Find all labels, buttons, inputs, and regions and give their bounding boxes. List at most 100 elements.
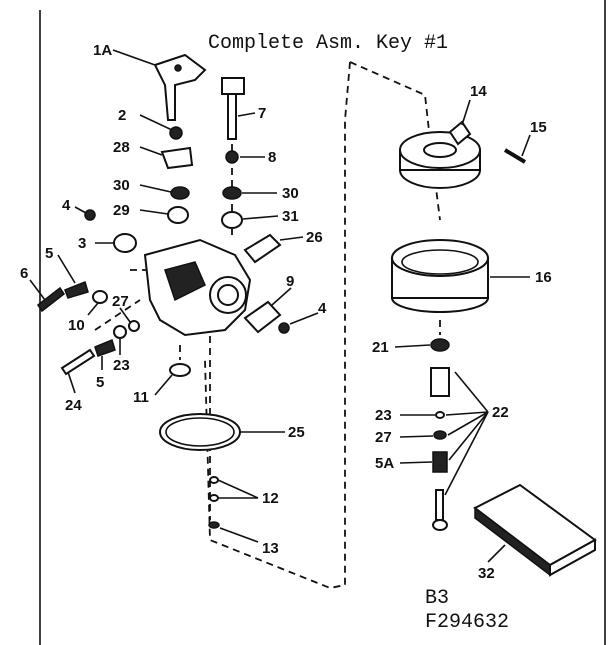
label-26: 26 (306, 229, 323, 246)
leader-5A (399, 461, 433, 464)
part-27-washer (128, 320, 140, 332)
label-8: 8 (268, 149, 276, 166)
label-21: 21 (372, 339, 389, 356)
label-32: 32 (478, 565, 495, 582)
part-14-hinge (448, 120, 472, 146)
part-22-spring (432, 451, 448, 473)
leader-lines (29, 49, 531, 563)
leader-5a (57, 254, 76, 284)
part-10-washer (92, 290, 108, 304)
leader-1A (112, 49, 156, 66)
label-2: 2 (118, 107, 126, 124)
part-15-pin (503, 148, 527, 164)
part-21-gasket (430, 338, 450, 352)
part-13-washer (208, 521, 220, 529)
part-25-inner (165, 417, 235, 447)
leader-9 (271, 287, 292, 306)
part-5-spring-lower (94, 338, 116, 357)
part-23-oring (113, 325, 127, 339)
leader-26 (279, 236, 304, 241)
label-31: 31 (282, 208, 299, 225)
part-12-oring-a (209, 476, 219, 484)
part-32-kit-front (549, 538, 596, 577)
part-16-bowl-inner (401, 249, 479, 275)
leader-4a (74, 206, 87, 214)
label-6: 6 (20, 265, 28, 282)
leader-2 (139, 114, 173, 131)
part-22-washer (433, 430, 447, 440)
part-24-needle (60, 348, 96, 376)
leader-7 (237, 112, 256, 117)
label-23b: 23 (375, 407, 392, 424)
leader-22e (444, 411, 489, 496)
label-14: 14 (470, 83, 487, 100)
part-28-plate (160, 146, 194, 170)
part-22-needle (435, 489, 444, 521)
part-30-seal-left (170, 186, 190, 200)
label-9: 9 (286, 273, 294, 290)
leader-28 (139, 146, 163, 156)
leader-13 (219, 527, 259, 543)
label-30b: 30 (282, 185, 299, 202)
leader-27a (119, 307, 131, 323)
leader-30a (139, 184, 172, 193)
label-16: 16 (535, 269, 552, 286)
label-12: 12 (262, 490, 279, 507)
part-12-oring-b (209, 494, 219, 502)
part-16-bowl-rim (391, 239, 489, 277)
leader-11 (154, 374, 173, 396)
part-7-lever (221, 77, 245, 95)
catalog-code-line1: B3 (425, 587, 449, 610)
label-15: 15 (530, 119, 547, 136)
label-23a: 23 (113, 357, 130, 374)
part-22-needle-head (432, 519, 448, 531)
label-25: 25 (288, 424, 305, 441)
part-29-bushing (167, 206, 189, 224)
part-4-screw-lower (278, 322, 290, 334)
leader-6 (29, 279, 46, 301)
leader-32 (487, 544, 506, 563)
label-7: 7 (258, 105, 266, 122)
leader-31 (242, 215, 279, 220)
part-31-bushing (221, 211, 243, 229)
label-27b: 27 (375, 429, 392, 446)
label-28: 28 (113, 139, 130, 156)
label-29: 29 (113, 202, 130, 219)
part-5-spring-upper (64, 280, 89, 299)
label-4b: 4 (318, 300, 327, 317)
part-8-washer (225, 150, 239, 164)
diagram-title: Complete Asm. Key #1 (208, 32, 448, 55)
part-22-nut (430, 367, 450, 397)
part-9-plate (243, 300, 282, 334)
part-25-bowl-gasket (159, 413, 241, 451)
part-26-primer (243, 233, 282, 264)
leader-4b (289, 312, 319, 325)
label-10: 10 (68, 317, 85, 334)
part-11-gasket (169, 363, 191, 377)
leader-22b (445, 411, 489, 416)
leader-12a (217, 479, 259, 499)
part-6-screw (36, 286, 66, 313)
dash-line-top (349, 61, 441, 221)
carburetor-throat-inner (217, 284, 239, 306)
part-3-plate (113, 233, 137, 253)
label-24: 24 (65, 397, 82, 414)
part-1A-hole (174, 64, 182, 72)
part-4-screw-upper (84, 209, 96, 221)
label-5b: 5 (96, 374, 104, 391)
leader-22d (448, 411, 489, 461)
leader-29 (139, 209, 169, 215)
label-11: 11 (133, 389, 149, 406)
label-3: 3 (78, 235, 86, 252)
catalog-code-line2: F294632 (425, 611, 509, 634)
leader-21 (394, 344, 431, 348)
leader-22c (447, 411, 489, 436)
part-22-oring (435, 411, 445, 419)
label-5A: 5A (375, 455, 394, 472)
part-14-float-hole (423, 142, 457, 158)
label-22: 22 (492, 404, 509, 421)
part-1A-bracket (153, 53, 207, 121)
part-30-seal-right (222, 186, 242, 200)
leader-10 (87, 302, 99, 316)
